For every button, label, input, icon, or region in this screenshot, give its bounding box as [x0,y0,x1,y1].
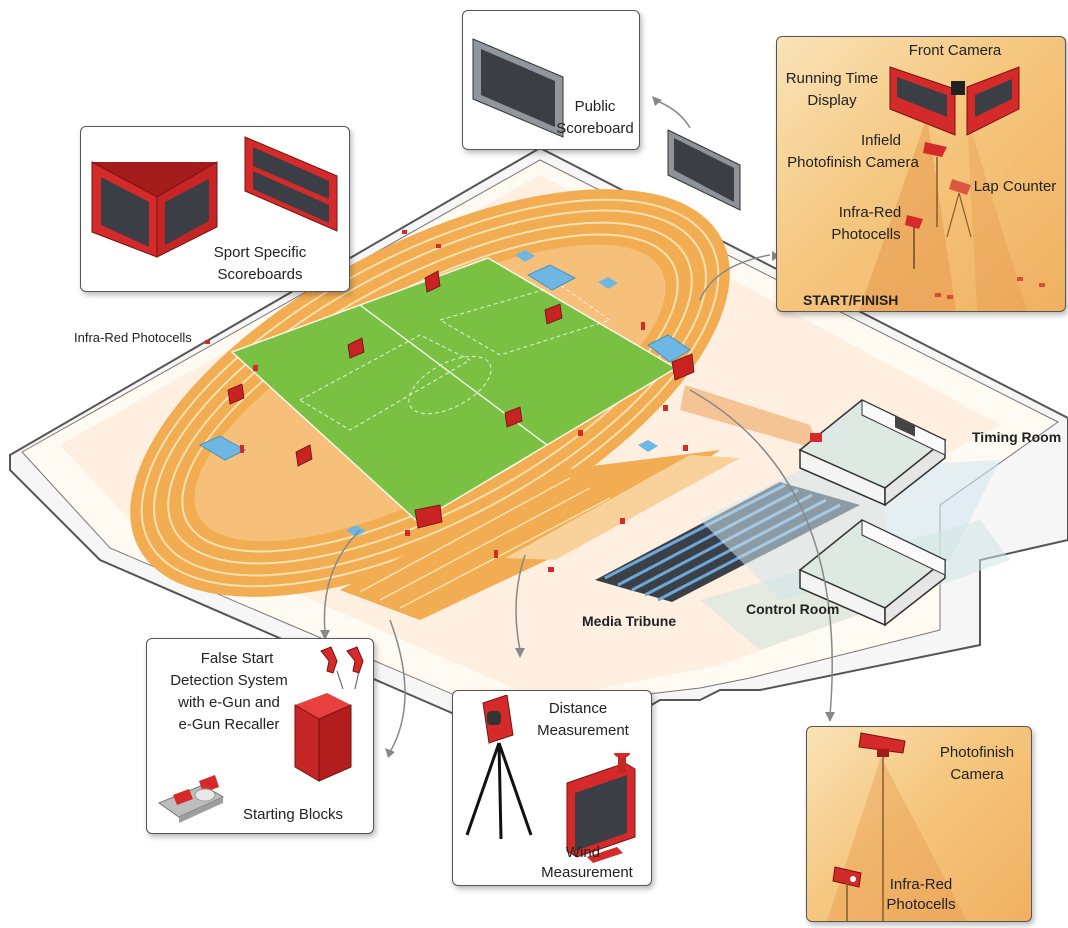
infield-photofinish-label-1: Infield [860,132,902,149]
photofinish-label-1: Photofinish [939,744,1015,761]
connector-arrows [323,99,833,753]
field-infrared-photocells-label: Infra-Red Photocells [74,330,192,345]
water-pits [198,250,691,537]
front-camera-label: Front Camera [908,42,1002,59]
photofinish-camera-callout: Photofinish Camera Infra-Red Photocells [806,726,1032,922]
sport-specific-label-1: Sport Specific [213,244,307,261]
sport-specific-label-2: Scoreboards [217,266,303,283]
false-start-label-4: e-Gun Recaller [178,716,280,733]
running-time-label-1: Running Time [785,70,879,87]
infrared-bottom-label-1: Infra-Red [889,876,953,893]
start-finish-equipment-art [859,66,1045,311]
false-start-label-2: Detection System [170,672,288,689]
infield-photofinish-label-2: Photofinish Camera [787,154,919,171]
infrared-start-label-2: Photocells [831,226,901,243]
angled-scoreboard-icon [244,136,338,232]
control-room-label: Control Room [746,601,840,617]
sport-specific-scoreboards-callout: Sport Specific Scoreboards [80,126,350,292]
distance-wind-callout: Distance Measurement Wind Measurement [452,690,652,886]
egun-recaller-box-icon [294,693,352,782]
egun-icons [320,646,364,690]
infrared-bottom-label-2: Photocells [886,896,956,913]
wind-measurement-label-2: Measurement [541,864,633,881]
wind-measurement-device-icon [566,753,636,863]
start-finish-label: START/FINISH [803,292,899,308]
photofinish-label-2: Camera [950,766,1004,783]
false-start-callout: False Start Detection System with e-Gun … [146,638,374,834]
starting-blocks-label: Starting Blocks [242,806,344,823]
ground-public-scoreboard [667,129,741,211]
field-scoreboards [227,270,695,529]
public-scoreboard-label-2: Scoreboard [556,120,634,137]
false-start-label-1: False Start [200,650,274,667]
photofinish-camera-art [827,732,967,921]
wind-measurement-label-1: Wind [565,844,601,861]
lap-counter-label: Lap Counter [973,178,1057,195]
start-finish-callout: Front Camera Running Time Display Infiel… [776,36,1066,312]
public-scoreboard-icon [472,38,564,138]
timing-room-building [798,399,947,507]
control-room-building [798,519,947,627]
media-tribune-label: Media Tribune [582,613,677,629]
running-time-label-2: Display [807,92,857,109]
straight-track [340,450,740,620]
starting-blocks-icon [157,775,225,823]
timing-room-label: Timing Room [972,429,1062,445]
public-scoreboard-callout: Public Scoreboard [462,10,640,150]
distance-measurement-label-2: Measurement [537,722,629,739]
public-scoreboard-label-1: Public [574,98,616,115]
distance-measurement-label-1: Distance [548,700,608,717]
false-start-label-3: with e-Gun and [178,694,280,711]
track-equipment-markers [205,230,688,572]
camera-light-cone [680,385,820,450]
distance-measurement-device-icon [465,695,533,840]
triangular-scoreboard-icon [91,161,218,258]
infrared-start-label-1: Infra-Red [838,204,902,221]
